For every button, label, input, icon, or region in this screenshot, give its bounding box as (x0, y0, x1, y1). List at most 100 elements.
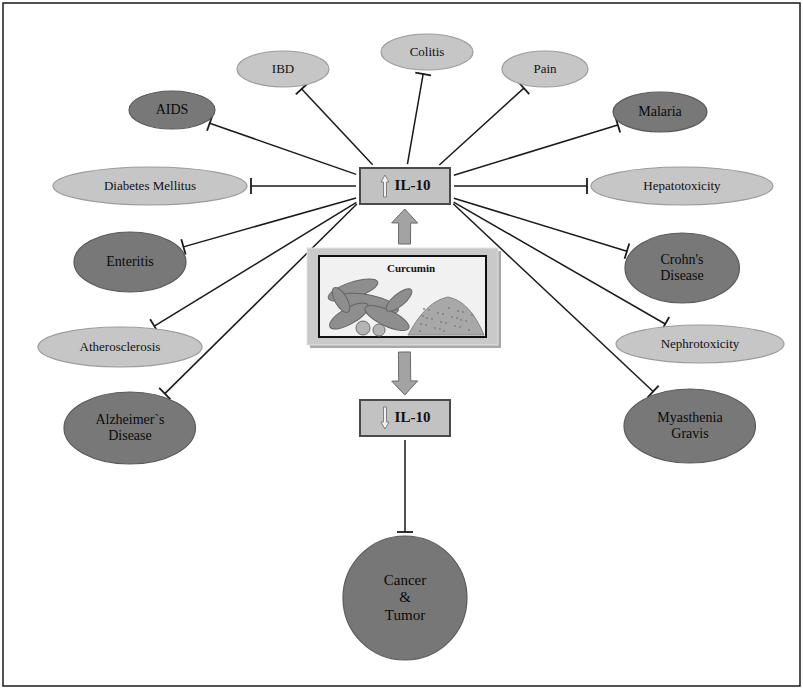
node-label: Myasthenia Gravis (648, 410, 732, 442)
powder-grain (426, 317, 428, 319)
node-content: Crohn's Disease (624, 232, 740, 304)
node-label: Nephrotoxicity (661, 337, 740, 352)
disease-ellipse: Enteritis (73, 231, 187, 293)
ellipse-shape (38, 327, 202, 367)
inhibition-line (181, 198, 356, 255)
powder-grain (454, 325, 456, 327)
node-label: Crohn's Disease (646, 252, 718, 284)
down-arrow-icon (380, 406, 390, 430)
powder-grain (420, 323, 422, 325)
turmeric-root (329, 285, 353, 315)
powder-grain (451, 316, 453, 318)
node-label: Malaria (638, 104, 682, 120)
inhibition-line (296, 83, 373, 164)
root-slice (373, 324, 385, 336)
powder-grain (468, 329, 470, 331)
node-label: IL-10 (395, 177, 431, 194)
node-label: Diabetes Mellitus (104, 179, 196, 194)
box-shape (360, 168, 450, 204)
connector-line (407, 74, 423, 164)
inhibition-line (454, 117, 620, 175)
ellipse-shape (381, 34, 473, 70)
inhibition-bar (415, 73, 431, 76)
block-arrow (392, 352, 418, 395)
powder-grain (442, 313, 444, 315)
ellipse-shape (64, 392, 195, 464)
disease-ellipse: Malaria (612, 91, 708, 133)
block-arrow-body (392, 209, 418, 244)
block-arrow (392, 209, 418, 244)
node-label: Hepatotoxicity (643, 179, 720, 194)
node-content: Enteritis (73, 231, 187, 293)
connector-line (404, 440, 406, 532)
ellipse-shape (624, 389, 755, 463)
node-content: Colitis (380, 33, 474, 71)
inhibition-line (407, 73, 431, 165)
node-label: Enteritis (106, 254, 153, 270)
connector-line (183, 198, 356, 247)
connector-line (454, 185, 587, 187)
powder-grain (445, 322, 447, 324)
powder-grain (422, 315, 424, 317)
inhibition-bar (397, 531, 413, 533)
inhibition-line (454, 178, 587, 194)
ellipse-shape (502, 51, 588, 87)
node-label: Pain (533, 62, 556, 77)
box-shape (360, 400, 450, 436)
photo-label: Curcumin (387, 262, 435, 275)
node-content: IBD (236, 50, 330, 88)
node-label: Alzheimer`s Disease (88, 412, 172, 444)
node-content: IL-10 (359, 399, 451, 437)
turmeric-illustration (326, 274, 484, 336)
node-content: Alzheimer`s Disease (63, 391, 196, 465)
disease-ellipse: Hepatotoxicity (590, 166, 774, 206)
node-content: Hepatotoxicity (590, 166, 774, 206)
inhibition-line (397, 440, 413, 532)
ellipse-shape (53, 167, 247, 205)
up-arrow-icon (380, 174, 390, 198)
powder-grain (425, 324, 427, 326)
disease-ellipse: Alzheimer`s Disease (63, 391, 196, 465)
powder-grain (434, 327, 436, 329)
node-label: Colitis (410, 45, 445, 60)
powder-grain (460, 319, 462, 321)
frame-border (3, 3, 800, 686)
node-content: Atherosclerosis (37, 326, 203, 368)
inhibition-line (439, 82, 529, 165)
inhibition-line (251, 178, 356, 194)
powder-grain (419, 330, 421, 332)
powder-grain (462, 311, 464, 313)
powder-grain (457, 310, 459, 312)
disease-ellipse: Colitis (380, 33, 474, 71)
panel-shape (307, 248, 498, 345)
powder-grain (443, 330, 445, 332)
inhibition-bar (250, 178, 252, 194)
cytokine-box: IL-10 (359, 399, 451, 437)
powder-heap (408, 297, 484, 335)
ellipse-shape (591, 167, 773, 205)
block-arrow-body (392, 352, 418, 395)
disease-ellipse: AIDS (128, 90, 216, 130)
node-label: IBD (272, 62, 294, 77)
circle-shape (343, 536, 467, 660)
node-content: AIDS (128, 90, 216, 130)
connector-line (302, 89, 373, 165)
ellipse-shape (625, 233, 739, 303)
powder-grain (471, 314, 473, 316)
arrow-glyph (381, 175, 389, 197)
connector-line (454, 198, 627, 251)
ellipse-shape (74, 232, 186, 292)
powder-grain (448, 307, 450, 309)
disease-ellipse: Nephrotoxicity (615, 324, 785, 364)
node-content: Nephrotoxicity (615, 324, 785, 364)
powder-grain (456, 317, 458, 319)
powder-grain (437, 312, 439, 314)
node-content: IL-10 (359, 167, 451, 205)
node-label: Atherosclerosis (80, 340, 161, 355)
powder-grain (440, 321, 442, 323)
connector-line (251, 185, 356, 187)
node-content: Pain (501, 50, 589, 88)
node-content: Curcumin (307, 248, 501, 348)
root-slice (356, 321, 370, 335)
